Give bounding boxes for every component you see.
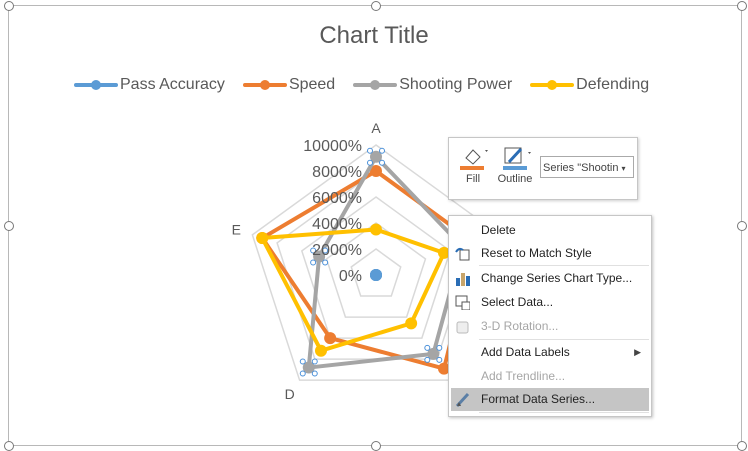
selection-handle bbox=[436, 344, 443, 351]
selection-handle bbox=[424, 344, 431, 351]
menu-item-add-data-labels[interactable]: Add Data Labels ▶ bbox=[451, 341, 649, 364]
menu-item-add-trendline[interactable]: Add Trendline... bbox=[451, 365, 649, 388]
reset-style-icon bbox=[455, 247, 470, 261]
menu-separator bbox=[479, 339, 649, 340]
menu-item-label: Change Series Chart Type... bbox=[481, 271, 633, 285]
menu-item-label: Add Data Labels bbox=[481, 345, 570, 359]
tick-label: 4000% bbox=[312, 216, 362, 233]
series-line bbox=[260, 227, 447, 353]
data-point bbox=[427, 347, 440, 360]
data-point bbox=[370, 165, 382, 177]
chart-title[interactable]: Chart Title bbox=[319, 22, 429, 49]
legend-label: Shooting Power bbox=[399, 76, 513, 93]
tick-label: 0% bbox=[339, 268, 362, 285]
menu-item-label: Format Data Series... bbox=[481, 392, 596, 406]
menu-item-change-series-chart-type[interactable]: Change Series Chart Type... bbox=[451, 267, 649, 290]
legend-entry[interactable]: Shooting Power bbox=[353, 76, 512, 94]
menu-item-label: Add Trendline... bbox=[481, 369, 566, 383]
resize-handle[interactable] bbox=[737, 1, 747, 11]
selection-handle bbox=[424, 356, 431, 363]
data-point bbox=[256, 232, 269, 245]
data-point bbox=[314, 344, 327, 357]
legend-marker bbox=[74, 80, 118, 90]
selection-handle bbox=[322, 259, 329, 266]
legend-marker bbox=[530, 80, 575, 90]
category-label: D bbox=[285, 386, 295, 402]
legend-entry[interactable]: Speed bbox=[242, 76, 336, 94]
mini-toolbar: Fill Outline Series "Shootin ▾ bbox=[448, 137, 638, 200]
legend-entry[interactable]: Pass Accuracy bbox=[74, 76, 225, 94]
selection-handle bbox=[436, 356, 443, 363]
selection-handle bbox=[322, 247, 329, 254]
gridline bbox=[350, 248, 402, 297]
data-point bbox=[405, 317, 418, 330]
chevron-down-icon: ▾ bbox=[621, 164, 626, 173]
menu-separator bbox=[479, 265, 649, 266]
menu-item-label: Reset to Match Style bbox=[481, 246, 592, 260]
gridline bbox=[300, 196, 452, 339]
gridline bbox=[325, 222, 427, 318]
tick-label: 10000% bbox=[303, 138, 362, 155]
chart-type-icon bbox=[456, 273, 470, 286]
resize-handle[interactable] bbox=[371, 1, 381, 11]
submenu-arrow-icon: ▶ bbox=[634, 347, 641, 357]
select-data-icon bbox=[455, 295, 470, 310]
menu-item-delete[interactable]: Delete bbox=[451, 219, 649, 242]
menu-item-label: 3-D Rotation... bbox=[481, 319, 559, 333]
resize-handle[interactable] bbox=[737, 221, 747, 231]
legend-entry[interactable]: Defending bbox=[530, 76, 649, 94]
menu-item-format-data-series[interactable]: Format Data Series... bbox=[451, 388, 649, 411]
legend-label: Defending bbox=[576, 76, 650, 93]
selection-handle bbox=[379, 147, 385, 154]
paint-bucket-icon bbox=[460, 149, 488, 170]
selection-handle bbox=[310, 259, 317, 266]
tick-label: 2000% bbox=[312, 242, 362, 259]
selection-handle bbox=[367, 159, 373, 166]
data-point bbox=[370, 223, 382, 236]
format-brush-icon bbox=[455, 392, 470, 407]
category-label: E bbox=[232, 222, 241, 238]
selection-handle bbox=[311, 370, 318, 377]
legend-marker bbox=[242, 80, 287, 90]
data-point bbox=[370, 150, 382, 163]
selection-handle bbox=[367, 147, 373, 154]
cube-icon bbox=[456, 321, 469, 334]
resize-handle[interactable] bbox=[4, 221, 14, 231]
legend-label: Pass Accuracy bbox=[120, 76, 225, 93]
selection-handle bbox=[299, 370, 306, 377]
outline-button[interactable]: Outline bbox=[493, 144, 537, 185]
fill-label: Fill bbox=[465, 173, 481, 185]
menu-item-label: Select Data... bbox=[481, 295, 554, 309]
tick-label: 8000% bbox=[312, 164, 362, 181]
resize-handle[interactable] bbox=[4, 1, 14, 11]
data-point bbox=[438, 246, 451, 259]
menu-item-label: Delete bbox=[481, 223, 516, 237]
pen-icon bbox=[503, 147, 531, 170]
menu-separator bbox=[479, 412, 649, 413]
outline-label: Outline bbox=[497, 173, 533, 185]
menu-item-3-d-rotation[interactable]: 3-D Rotation... bbox=[451, 315, 649, 338]
tick-label: 6000% bbox=[312, 190, 362, 207]
data-point bbox=[313, 250, 326, 263]
data-point bbox=[302, 361, 315, 374]
fill-button[interactable]: Fill bbox=[457, 144, 489, 185]
category-label: A bbox=[371, 120, 381, 136]
legend-label: Speed bbox=[288, 76, 336, 93]
series-select-value: Series "Shootin bbox=[543, 162, 619, 174]
legend-marker bbox=[353, 80, 398, 90]
selection-handle bbox=[310, 247, 317, 254]
data-point bbox=[438, 362, 451, 375]
legend[interactable]: Pass Accuracy Speed Shooting Power Defendin… bbox=[74, 76, 649, 94]
selection-handle bbox=[311, 358, 318, 365]
series-select-dropdown[interactable]: Series "Shootin ▾ bbox=[540, 156, 634, 178]
data-point bbox=[324, 332, 337, 345]
selection-handle bbox=[379, 159, 385, 166]
menu-item-select-data[interactable]: Select Data... bbox=[451, 291, 649, 314]
menu-item-reset-to-match-style[interactable]: Reset to Match Style bbox=[451, 242, 649, 265]
data-point bbox=[370, 269, 382, 281]
selection-handle bbox=[299, 358, 306, 365]
